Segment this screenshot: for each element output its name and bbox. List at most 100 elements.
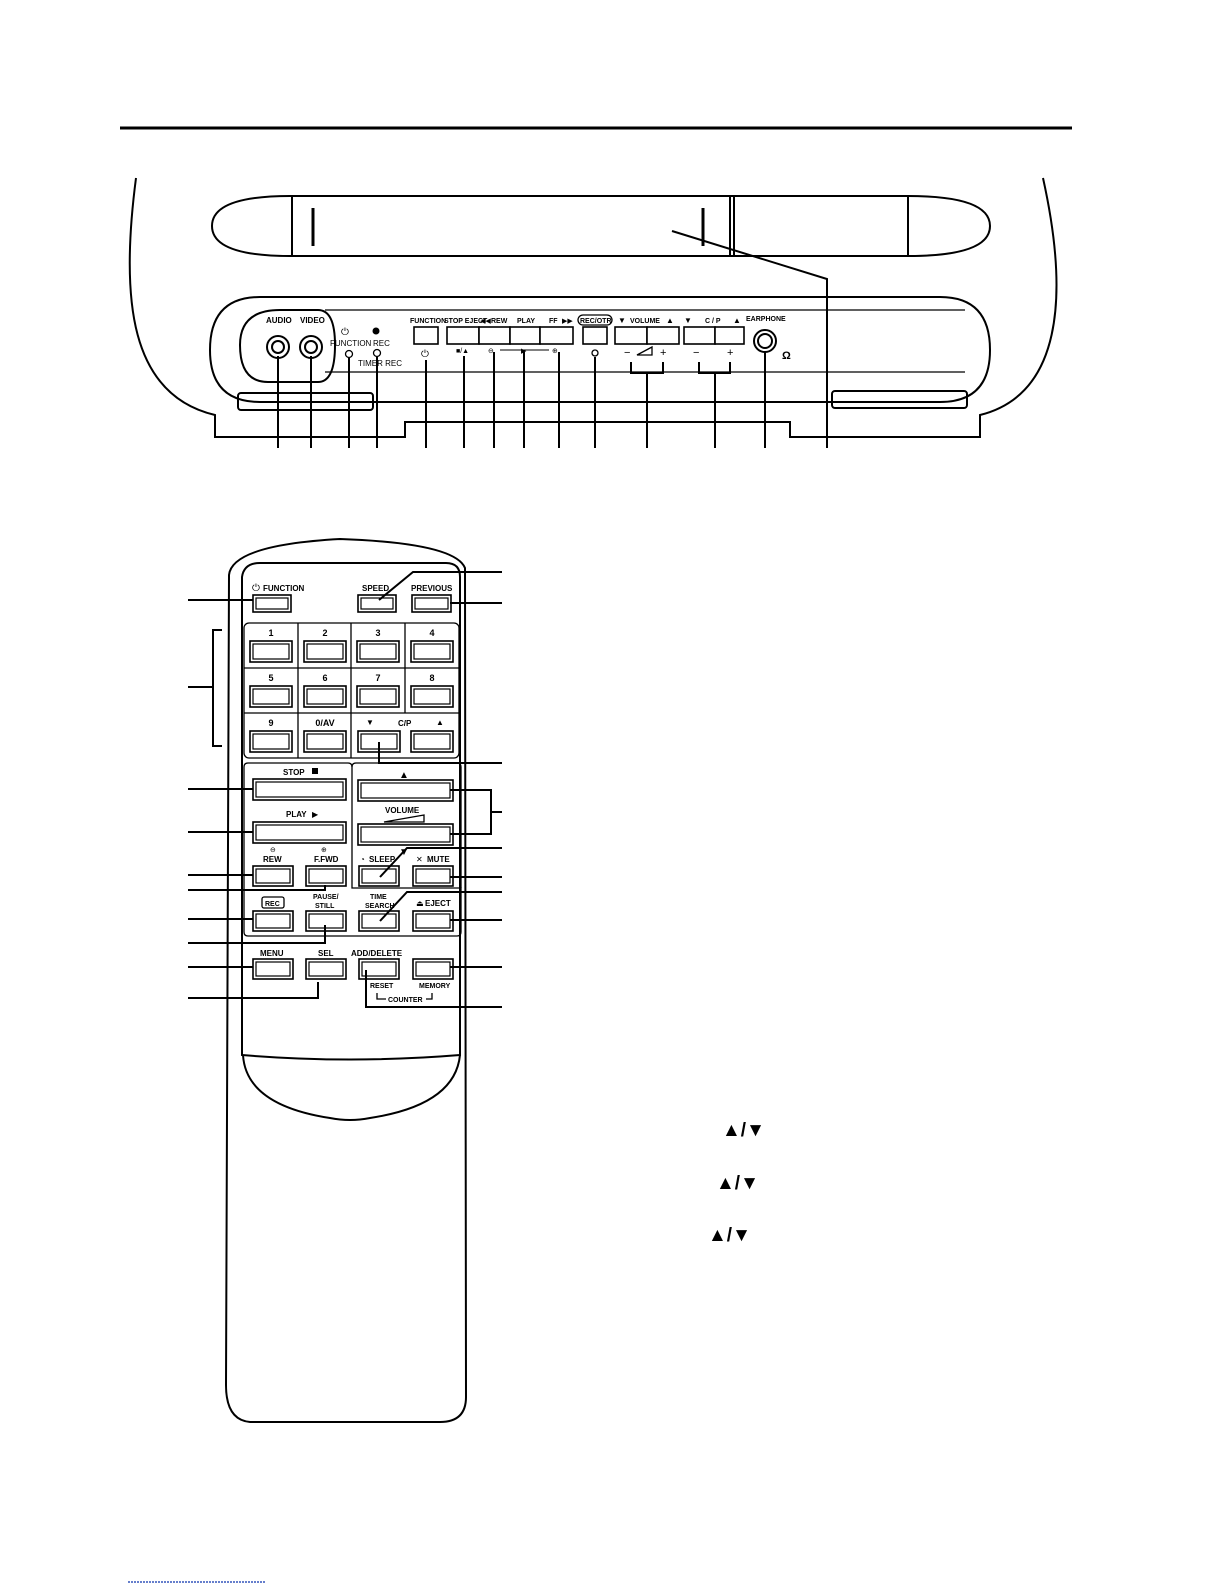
power-icon: ⏻ <box>252 583 260 594</box>
timer-rec-lamp <box>372 348 382 358</box>
sleep-button[interactable] <box>358 865 400 887</box>
cp-minus-icon: − <box>693 347 699 359</box>
number-button-8[interactable] <box>410 685 454 708</box>
number-button-inner <box>359 643 397 660</box>
ff-label: FF <box>549 318 558 325</box>
stop-square-icon <box>312 768 318 774</box>
remote-callout-line-right <box>378 571 502 601</box>
tv-body-outline <box>128 177 1058 438</box>
timer-rec-label: TIMER REC <box>358 359 402 368</box>
volume-up-button[interactable] <box>646 326 680 345</box>
volume-minus-icon: − <box>624 347 630 359</box>
rec-otr-button[interactable] <box>582 326 608 345</box>
number-label-0/AV: 0/AV <box>315 718 334 728</box>
front-callout-line <box>671 230 828 448</box>
remote-callout-line-left <box>188 885 326 891</box>
speed-label: SPEED <box>362 584 389 593</box>
number-button-4[interactable] <box>410 640 454 663</box>
number-label-7: 7 <box>375 673 380 683</box>
remote-callout-line-right <box>378 742 502 764</box>
control-panel-outline <box>208 296 992 403</box>
cp-up-arrow-icon: ▲ <box>733 316 741 325</box>
number-button-2[interactable] <box>303 640 347 663</box>
audio-jack-label: AUDIO <box>266 316 292 325</box>
rew-button[interactable] <box>478 326 511 345</box>
audio-jack[interactable] <box>266 335 290 359</box>
memory-button[interactable] <box>412 958 454 980</box>
remote-callout-line-right <box>379 891 502 922</box>
volume-up-arrow-icon: ▲ <box>666 316 674 325</box>
sleep-clock-icon: ◔ <box>360 855 365 864</box>
number-button-1[interactable] <box>249 640 293 663</box>
volume-ramp-icon <box>383 814 425 823</box>
menu-button[interactable] <box>252 958 294 980</box>
time-search-label-1: TIME <box>370 894 387 901</box>
eject-icon: ⏏ <box>416 899 424 908</box>
number-button-3[interactable] <box>356 640 400 663</box>
cp-up-button[interactable] <box>410 730 454 753</box>
cp-down-button[interactable] <box>683 326 716 345</box>
number-button-inner <box>252 733 290 750</box>
time-search-button[interactable] <box>358 910 400 932</box>
volume-label: VOLUME <box>385 806 420 815</box>
play-button[interactable] <box>509 326 541 345</box>
memory-label: MEMORY <box>419 983 451 990</box>
search-ff-icon: ⊕ <box>321 847 327 854</box>
video-jack[interactable] <box>299 335 323 359</box>
video-jack-label: VIDEO <box>300 316 325 325</box>
volume-down-button[interactable] <box>614 326 648 345</box>
pause-still-label-1: PAUSE/ <box>313 894 339 901</box>
add-delete-button[interactable] <box>358 958 400 980</box>
rew-label: REW <box>491 318 508 325</box>
volume-down-arrow-icon: ▼ <box>618 316 626 325</box>
cp-label: C / P <box>705 318 721 325</box>
time-search-label-2: SEARCH <box>365 903 395 910</box>
number-button-9[interactable] <box>249 730 293 753</box>
number-label-1: 1 <box>268 628 273 638</box>
remote-callout-line-left <box>188 925 326 944</box>
sel-button[interactable] <box>305 958 347 980</box>
play-triangle-icon: ▶ <box>312 810 319 819</box>
volume-ramp-icon <box>636 345 653 356</box>
ff-button[interactable] <box>539 326 574 345</box>
remote-callout-line-left <box>188 982 319 999</box>
stop-eject-button[interactable] <box>446 326 480 345</box>
rew-label: REW <box>263 855 282 864</box>
speed-button[interactable] <box>357 594 397 613</box>
rec-dot-icon <box>372 327 380 335</box>
number-button-inner <box>252 643 290 660</box>
add-delete-label: ADD/DELETE <box>351 949 403 958</box>
stop-label: STOP <box>283 768 305 777</box>
number-button-5[interactable] <box>249 685 293 708</box>
number-button-inner <box>413 688 451 705</box>
volume-up-arrow-icon: ▲ <box>399 770 409 781</box>
number-button-inner <box>413 643 451 660</box>
headphone-icon: Ω <box>782 350 791 362</box>
rec-label: REC <box>265 901 280 908</box>
rec-button[interactable] <box>252 910 294 932</box>
ff-arrow-icon: ▶▶ <box>562 318 573 325</box>
number-label-5: 5 <box>268 673 273 683</box>
number-label-3: 3 <box>375 628 380 638</box>
number-button-7[interactable] <box>356 685 400 708</box>
number-button-6[interactable] <box>303 685 347 708</box>
cp-up-button[interactable] <box>714 326 745 345</box>
front-panel: AUDIO VIDEO ⏻ FUNCTION REC TIMER REC FUN… <box>128 177 1058 448</box>
function-button[interactable] <box>252 594 292 613</box>
reset-label: RESET <box>370 983 394 990</box>
remote-body-outline <box>224 537 468 1423</box>
mute-speaker-icon: ✕ <box>416 855 423 864</box>
cp-up-arrow-icon: ▲ <box>436 718 444 727</box>
cp-down-arrow-icon: ▼ <box>366 718 374 727</box>
function-label: FUNCTION <box>410 318 446 325</box>
earphone-jack[interactable] <box>753 329 777 353</box>
cassette-door <box>291 195 731 257</box>
number-label-6: 6 <box>322 673 327 683</box>
function-button[interactable] <box>413 326 439 345</box>
number-button-inner <box>306 733 344 750</box>
number-button-0/AV[interactable] <box>303 730 347 753</box>
cp-label: C/P <box>398 719 412 728</box>
cassette-door-right <box>733 195 909 257</box>
